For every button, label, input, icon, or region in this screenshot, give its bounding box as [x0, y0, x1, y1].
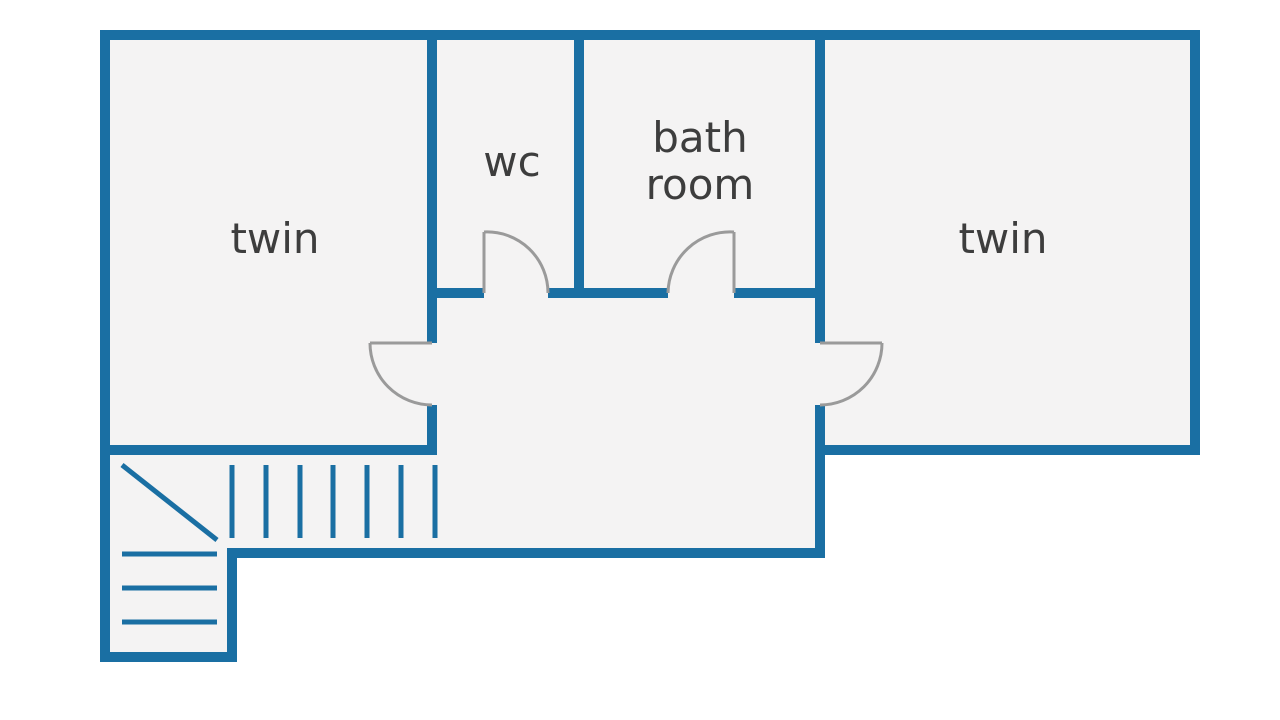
- bathroom-door: [666, 230, 736, 294]
- interior-walls: [105, 35, 825, 455]
- room-label-bath: bath: [652, 113, 747, 162]
- doors: [368, 230, 884, 407]
- right-bedroom-door: [819, 341, 884, 407]
- left-bedroom-door: [368, 341, 433, 407]
- staircase: [120, 463, 438, 625]
- room-label-room: room: [646, 160, 755, 209]
- room-label-left-twin: twin: [230, 214, 319, 263]
- room-label-wc: wc: [483, 137, 540, 186]
- stair-landing-diagonal: [120, 463, 219, 542]
- outer-wall: [100, 30, 1200, 662]
- floor-area: [105, 35, 1195, 657]
- wc-door: [482, 230, 550, 294]
- room-label-right-twin: twin: [958, 214, 1047, 263]
